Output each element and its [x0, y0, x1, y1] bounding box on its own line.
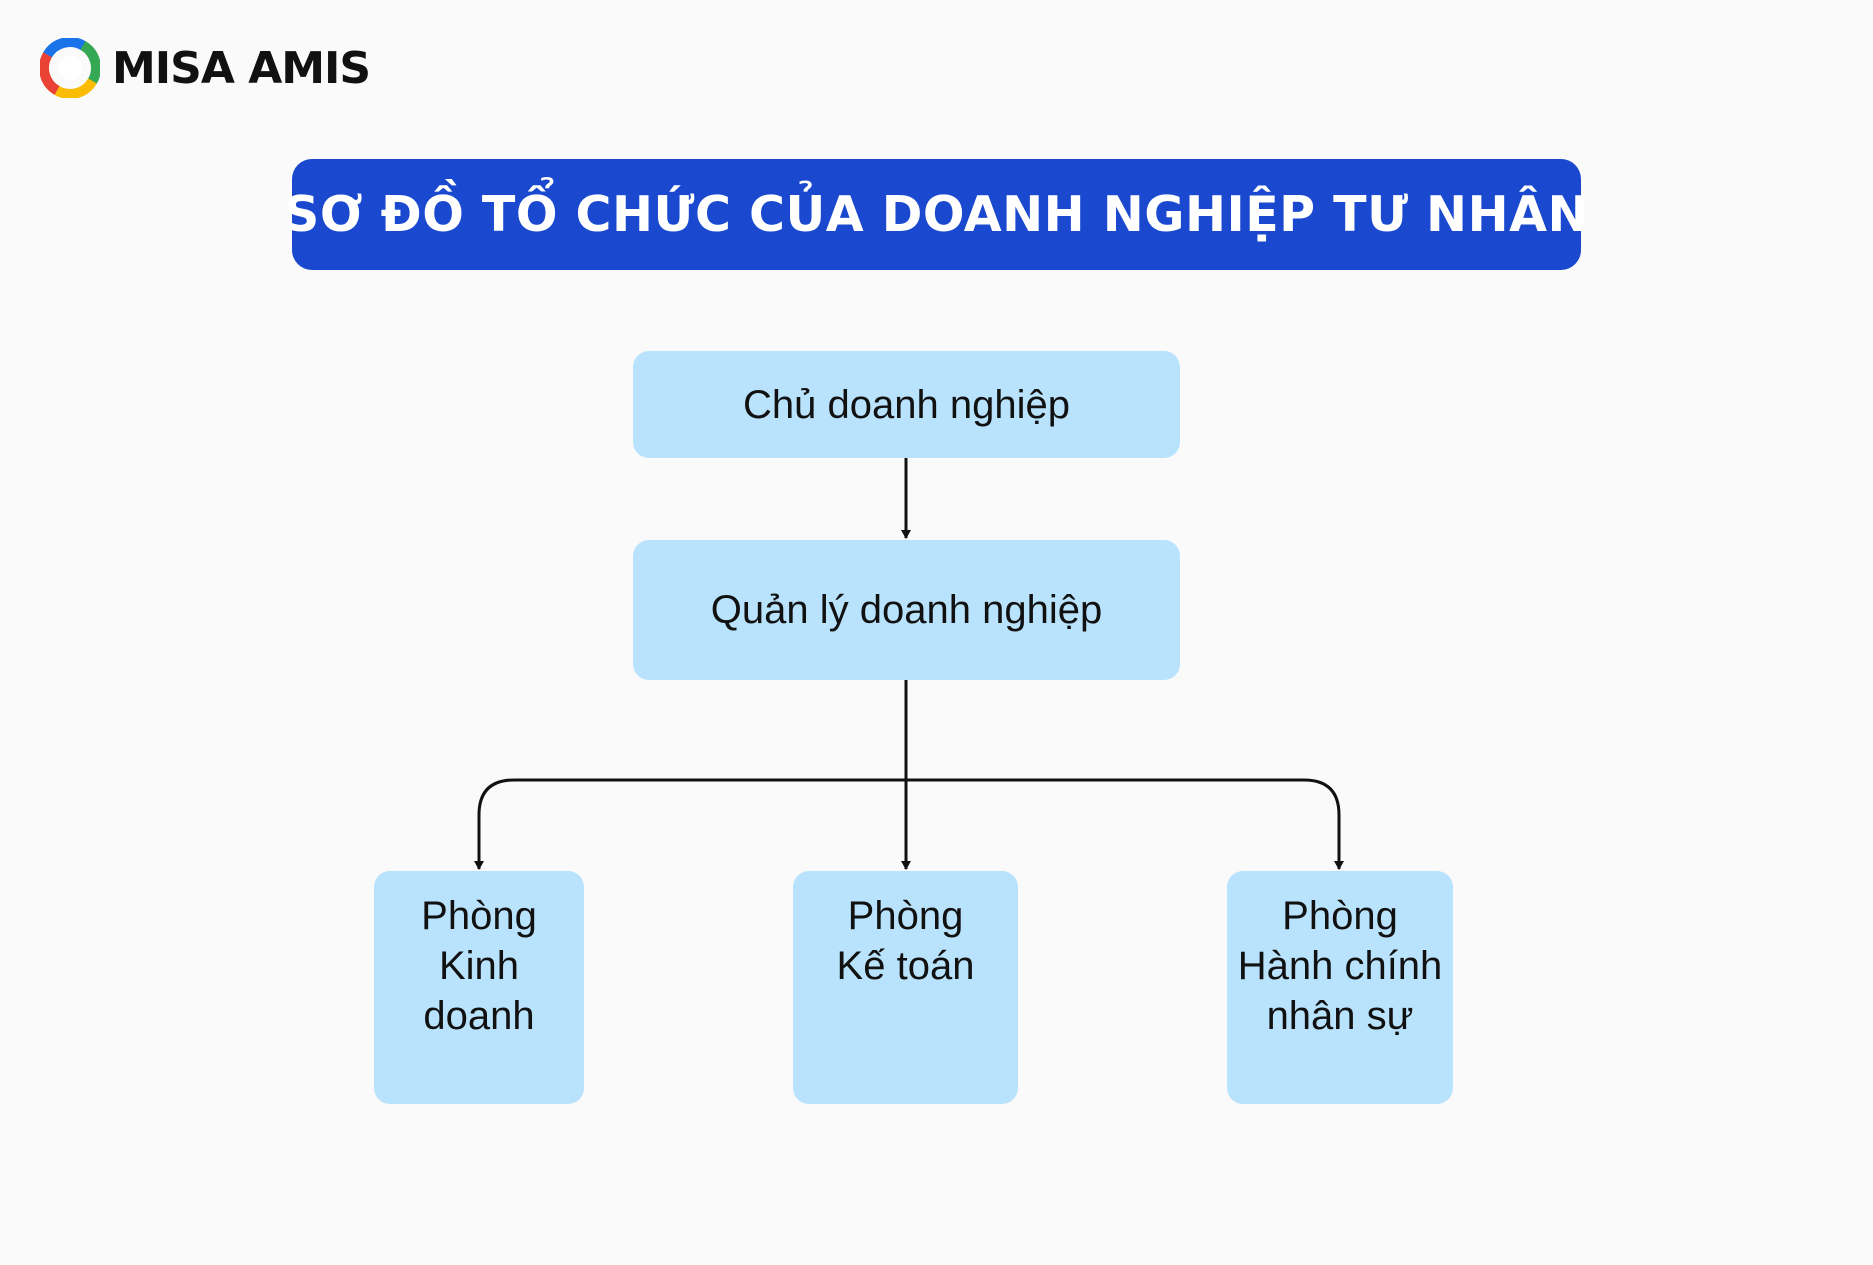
- node-accounting-department: Phòng Kế toán: [793, 871, 1018, 1104]
- node-sales-department: Phòng Kinh doanh: [374, 871, 584, 1104]
- node-owner-label: Chủ doanh nghiệp: [743, 382, 1070, 427]
- node-manager: Quản lý doanh nghiệp: [633, 540, 1180, 680]
- node-hr-line3: nhân sự: [1266, 994, 1414, 1038]
- misa-amis-logo-icon: [40, 38, 100, 98]
- node-accounting-line2: Kế toán: [836, 944, 975, 988]
- node-owner: Chủ doanh nghiệp: [633, 351, 1180, 458]
- node-sales-line1: Phòng: [421, 894, 537, 938]
- title-banner: SƠ ĐỒ TỔ CHỨC CỦA DOANH NGHIỆP TƯ NHÂN: [284, 159, 1589, 270]
- node-sales-line2: Kinh: [438, 944, 520, 988]
- node-sales-line3: doanh: [423, 994, 535, 1038]
- node-manager-label: Quản lý doanh nghiệp: [710, 588, 1103, 632]
- node-hr-line2: Hành chính: [1237, 944, 1443, 988]
- node-hr-line1: Phòng: [1282, 894, 1398, 938]
- diagram-title: SƠ ĐỒ TỔ CHỨC CỦA DOANH NGHIỆP TƯ NHÂN: [284, 186, 1590, 243]
- brand-logo: MISA AMIS: [40, 38, 371, 98]
- brand-name: MISA AMIS: [112, 42, 371, 94]
- edge-horizontal-bus: [477, 778, 1341, 869]
- node-accounting-line1: Phòng: [847, 894, 964, 938]
- node-hr-department: Phòng Hành chính nhân sự: [1227, 871, 1453, 1104]
